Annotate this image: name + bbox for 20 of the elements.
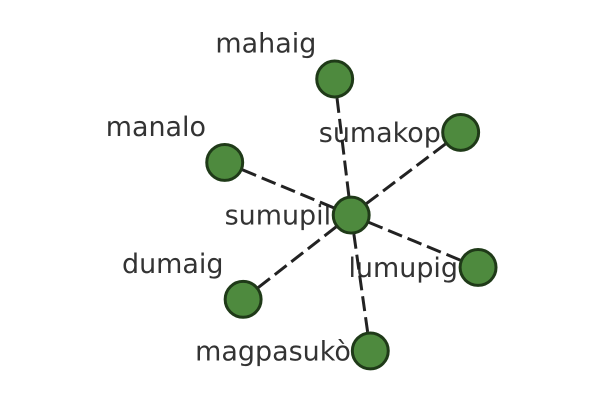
- node-label: lumupig: [348, 253, 458, 284]
- connector: [240, 168, 334, 210]
- node-label: sumupil: [224, 200, 331, 232]
- node-label: dumaig: [122, 249, 224, 280]
- connector: [334, 96, 350, 196]
- node-label: magpasukò: [194, 336, 350, 368]
- node-circle: [204, 142, 244, 182]
- connector: [352, 234, 369, 334]
- connector: [256, 226, 337, 290]
- node-label: sumakop: [318, 118, 440, 149]
- node-circle: [458, 248, 498, 287]
- node-circle: [223, 280, 262, 319]
- node-circle: [331, 196, 370, 235]
- node-circle: [314, 60, 354, 98]
- node-circle: [440, 112, 480, 152]
- node-label: manalo: [105, 112, 206, 144]
- node-circle: [350, 331, 390, 370]
- connector: [368, 221, 462, 262]
- connector: [365, 142, 447, 205]
- node-label: mahaig: [214, 28, 316, 60]
